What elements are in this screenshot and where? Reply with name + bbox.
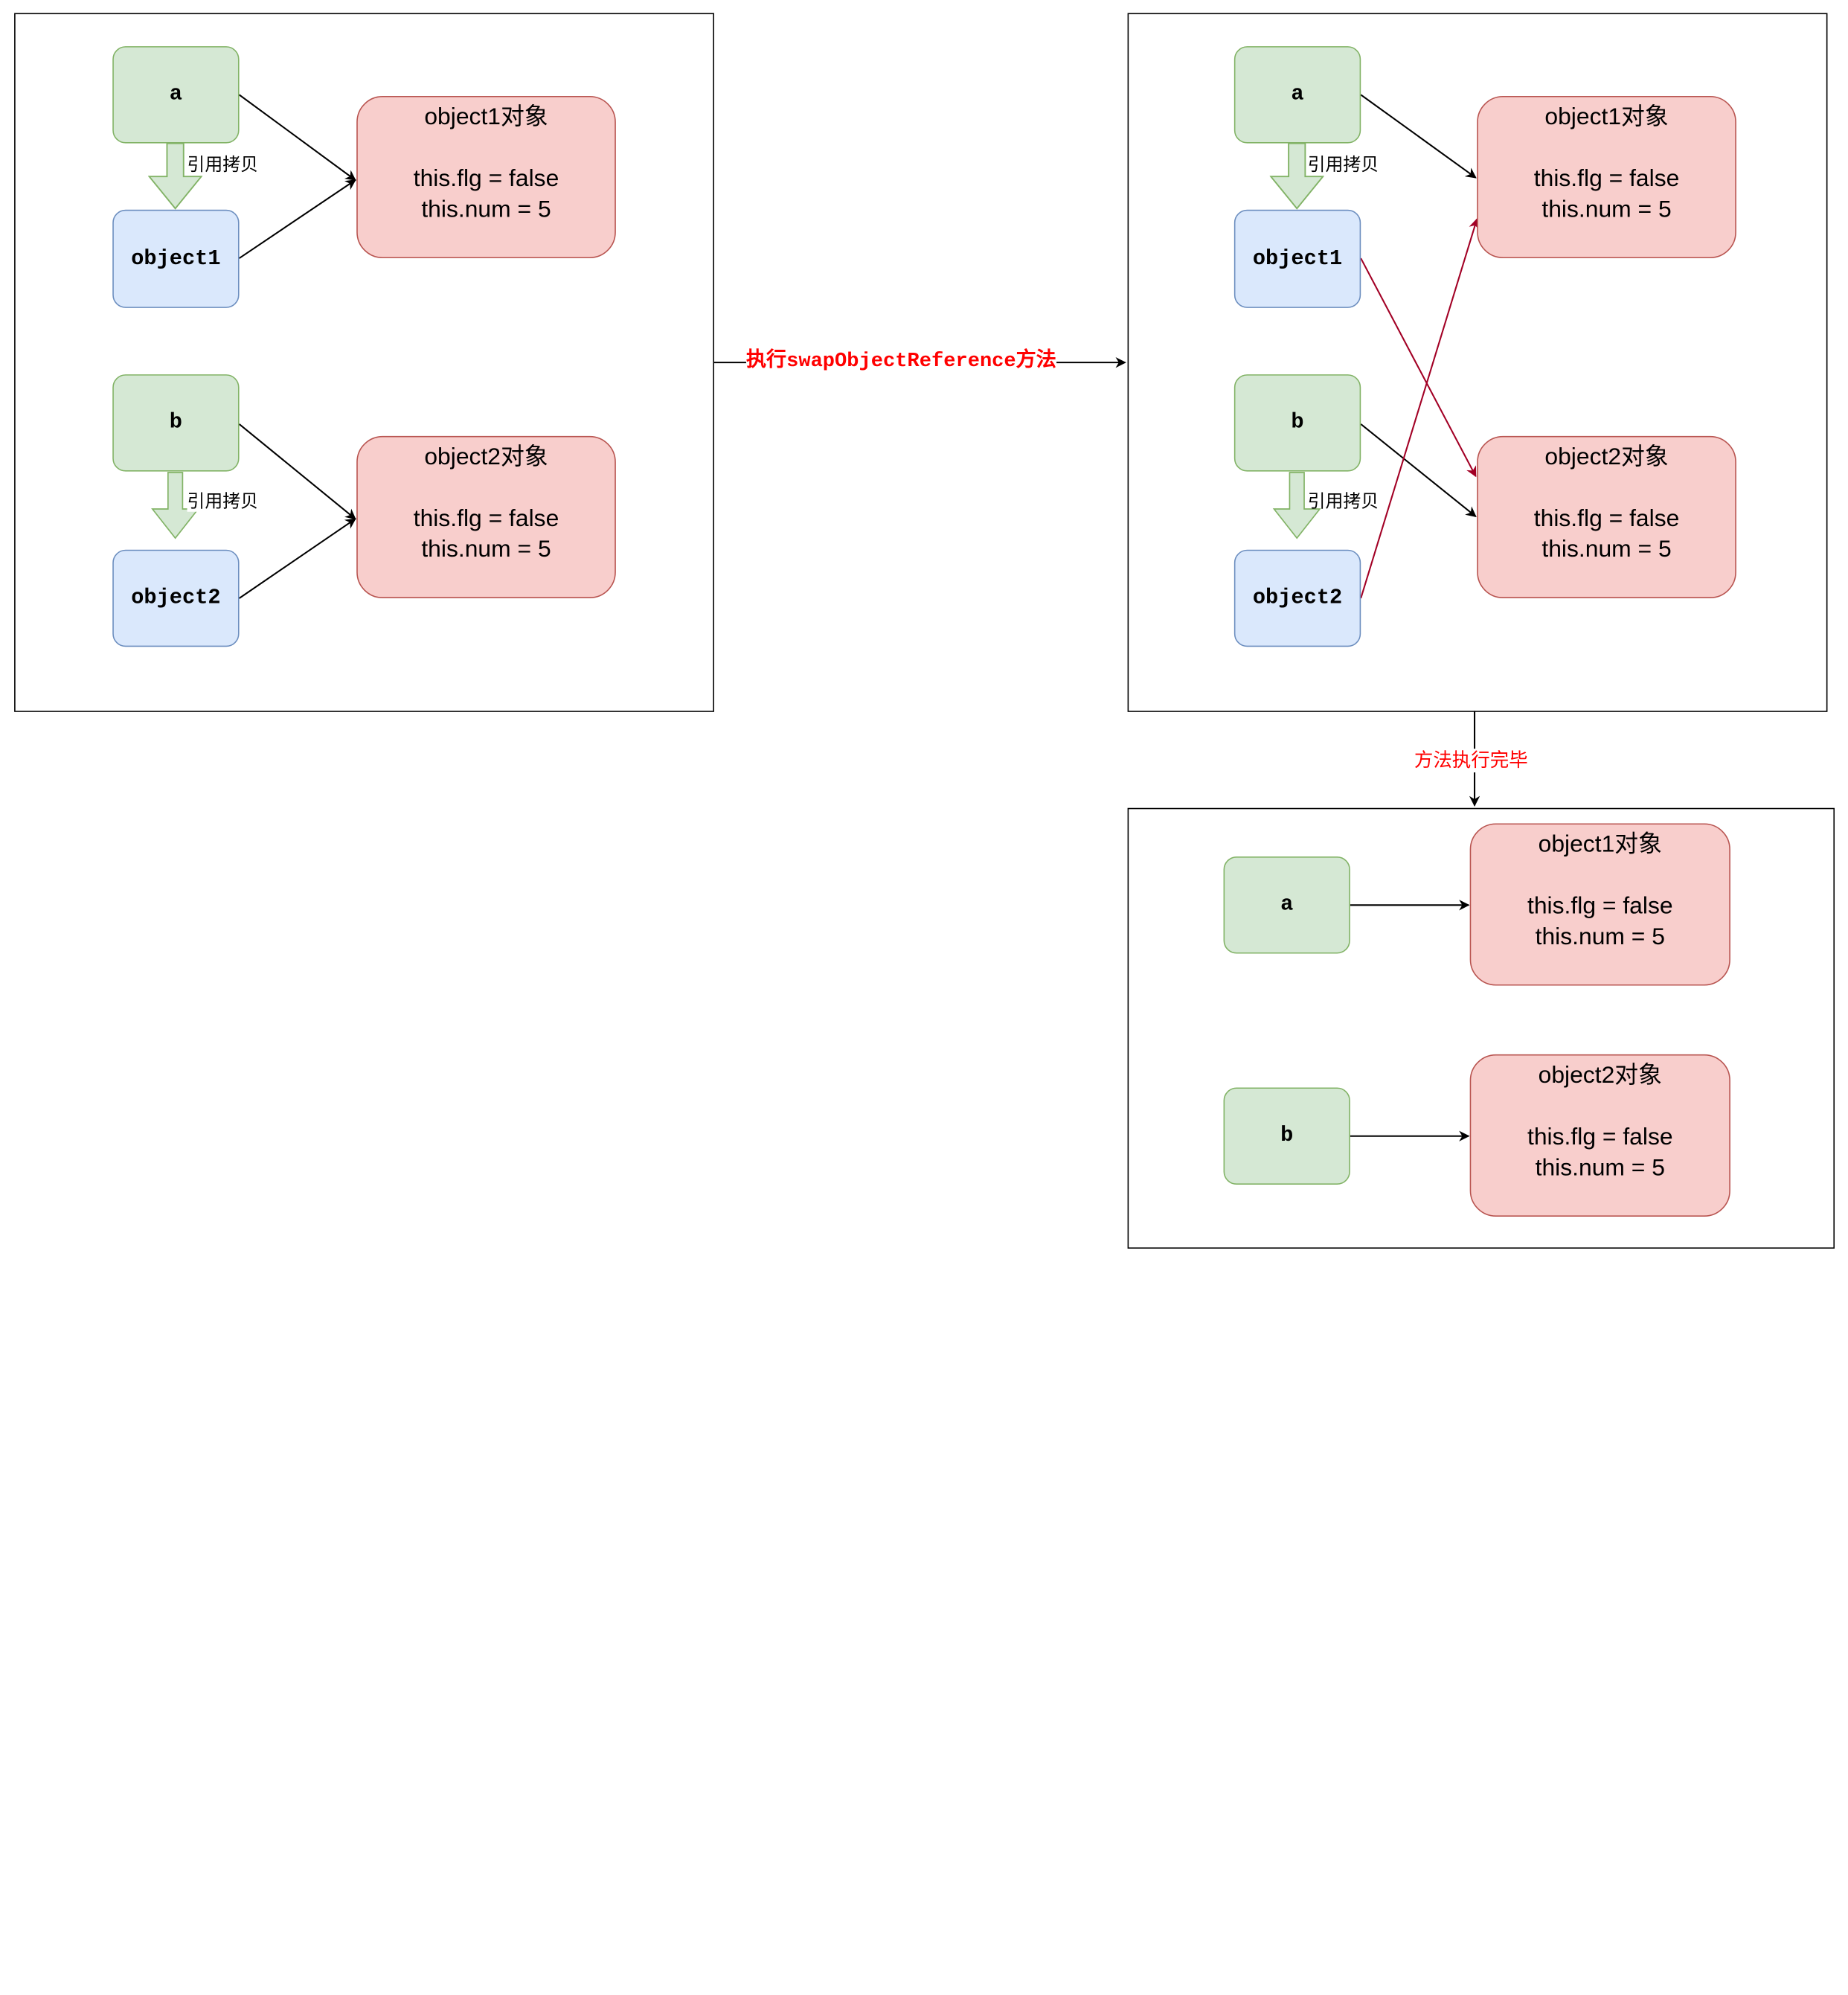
object2-num-field: this.num = 5 (1535, 1155, 1665, 1182)
variable-a: a (1233, 46, 1361, 144)
object1-flg-field: this.flg = false (1533, 165, 1680, 192)
variable-b: b (112, 374, 240, 472)
object1-instance: object1对象 this.flg = false this.num = 5 (1477, 95, 1736, 259)
object2-num-field: this.num = 5 (421, 537, 551, 563)
object1-num-field: this.num = 5 (1541, 196, 1672, 223)
edge-object1-ref-to-object2-swapped (1360, 257, 1477, 478)
object2-title: object2对象 (424, 444, 548, 471)
reference-object2-label: object2 (131, 586, 221, 610)
edge-object1-ref-to-object1 (239, 179, 356, 259)
reference-copy-arrow (1272, 472, 1321, 539)
edge-b-to-object2 (238, 423, 356, 520)
variable-a: a (1223, 856, 1350, 954)
reference-object2: object2 (1233, 549, 1361, 647)
edge-b-to-object2 (1360, 423, 1477, 518)
edge-object2-ref-to-object1-swapped (1360, 218, 1480, 599)
variable-b-label: b (169, 411, 183, 435)
object2-instance: object2对象 this.flg = false this.num = 5 (1469, 1054, 1730, 1217)
object1-title: object1对象 (1538, 831, 1662, 858)
reference-object2-label: object2 (1252, 586, 1343, 610)
reference-copy-label: 引用拷贝 (1307, 153, 1379, 176)
reference-copy-arrow (148, 142, 203, 210)
reference-copy-arrow (151, 472, 200, 539)
variable-b: b (1233, 374, 1361, 472)
object1-flg-field: this.flg = false (413, 165, 559, 192)
panel-during-swap (1127, 13, 1828, 712)
reference-object1: object1 (1233, 209, 1361, 308)
object2-num-field: this.num = 5 (1541, 537, 1672, 563)
reference-copy-arrow (1269, 142, 1324, 210)
variable-b: b (1223, 1087, 1350, 1185)
object1-instance: object1对象 this.flg = false this.num = 5 (1469, 823, 1730, 986)
object2-flg-field: this.flg = false (413, 505, 559, 532)
reference-copy-label: 引用拷贝 (1307, 490, 1379, 512)
variable-b-label: b (1280, 1124, 1294, 1148)
object2-instance: object2对象 this.flg = false this.num = 5 (356, 435, 616, 598)
edge-a-to-object1 (1360, 94, 1477, 179)
edge-a-to-object1 (238, 94, 356, 181)
reference-copy-label: 引用拷贝 (187, 153, 259, 176)
panel-after (1127, 807, 1835, 1249)
object1-title: object1对象 (424, 104, 548, 131)
object1-num-field: this.num = 5 (421, 196, 551, 223)
object1-num-field: this.num = 5 (1535, 923, 1665, 950)
panel-before (14, 13, 714, 712)
object1-title: object1对象 (1544, 104, 1669, 131)
reference-object1: object1 (112, 209, 240, 308)
variable-a: a (112, 46, 240, 144)
object2-instance: object2对象 this.flg = false this.num = 5 (1477, 435, 1736, 598)
method-finished-label: 方法执行完毕 (1414, 749, 1528, 772)
object2-title: object2对象 (1538, 1063, 1662, 1089)
variable-a-label: a (1280, 893, 1294, 918)
variable-a-label: a (169, 83, 183, 107)
reference-object2: object2 (112, 549, 240, 647)
object1-flg-field: this.flg = false (1527, 893, 1673, 920)
reference-copy-label: 引用拷贝 (187, 490, 259, 512)
reference-object1-label: object1 (131, 246, 221, 271)
object2-title: object2对象 (1544, 444, 1669, 471)
object1-instance: object1对象 this.flg = false this.num = 5 (356, 95, 616, 259)
variable-a-label: a (1291, 83, 1304, 107)
object2-flg-field: this.flg = false (1527, 1124, 1673, 1150)
object2-flg-field: this.flg = false (1533, 505, 1680, 532)
edge-object2-ref-to-object2 (238, 518, 356, 599)
variable-b-label: b (1291, 411, 1304, 435)
reference-object1-label: object1 (1252, 246, 1343, 271)
execute-swap-label: 执行swapObjectReference方法 (745, 350, 1056, 375)
